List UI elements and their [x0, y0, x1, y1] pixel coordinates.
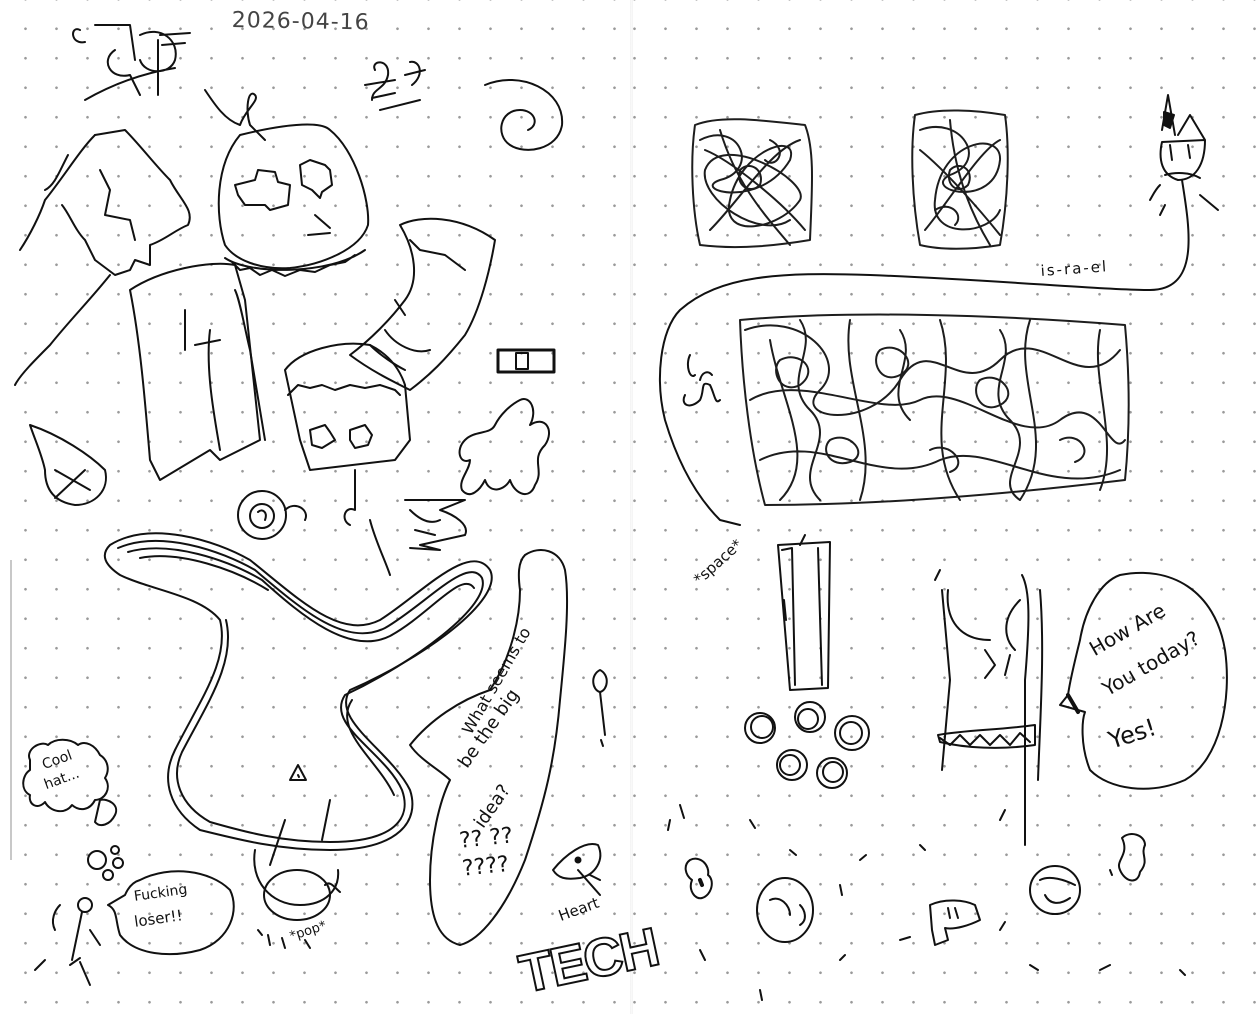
- circle-cluster: [744, 701, 870, 789]
- insult-bubble: [107, 870, 235, 956]
- tall-figure: [934, 569, 1044, 846]
- rocket-cat: [659, 94, 1219, 526]
- wobbly-shape: [103, 532, 493, 866]
- page-edge: [10, 560, 12, 860]
- cone-with-x: [29, 424, 107, 506]
- exclamation-pillar: [777, 534, 831, 691]
- fish-heart: [552, 843, 602, 896]
- question-marks: ?? ?? ????: [458, 823, 515, 882]
- scribbled-glyph: [72, 24, 191, 101]
- left-page: [0, 0, 632, 1014]
- spiral-icon: [484, 79, 564, 151]
- how-are-you-bubble: [1059, 571, 1228, 790]
- big-idea-bubble: [409, 549, 608, 946]
- swirl-at-icon: [237, 490, 307, 540]
- date-label: 2026-04-16: [231, 8, 370, 36]
- asteroids: [684, 833, 1146, 946]
- battery-box: [496, 348, 556, 374]
- page-gutter: [630, 0, 633, 1014]
- messy-scribble: [404, 499, 467, 551]
- hand-squiggle: [682, 354, 721, 407]
- scribble-block-2: [911, 109, 1009, 250]
- scribble-block-large: [739, 313, 1130, 506]
- horse-head: [14, 129, 191, 386]
- stick-figure: [34, 897, 101, 986]
- scribble-block-1: [691, 118, 814, 249]
- ribbon-banner: [129, 217, 496, 481]
- wavy-blob: [458, 398, 550, 496]
- pop-face: [253, 849, 341, 949]
- glyph-2: [364, 60, 426, 111]
- cool-hat-cloud: [22, 738, 124, 881]
- planets: [756, 865, 1081, 943]
- robot-head: [204, 89, 370, 277]
- boxy-creature: [284, 342, 411, 576]
- star-marks: [667, 804, 1186, 1001]
